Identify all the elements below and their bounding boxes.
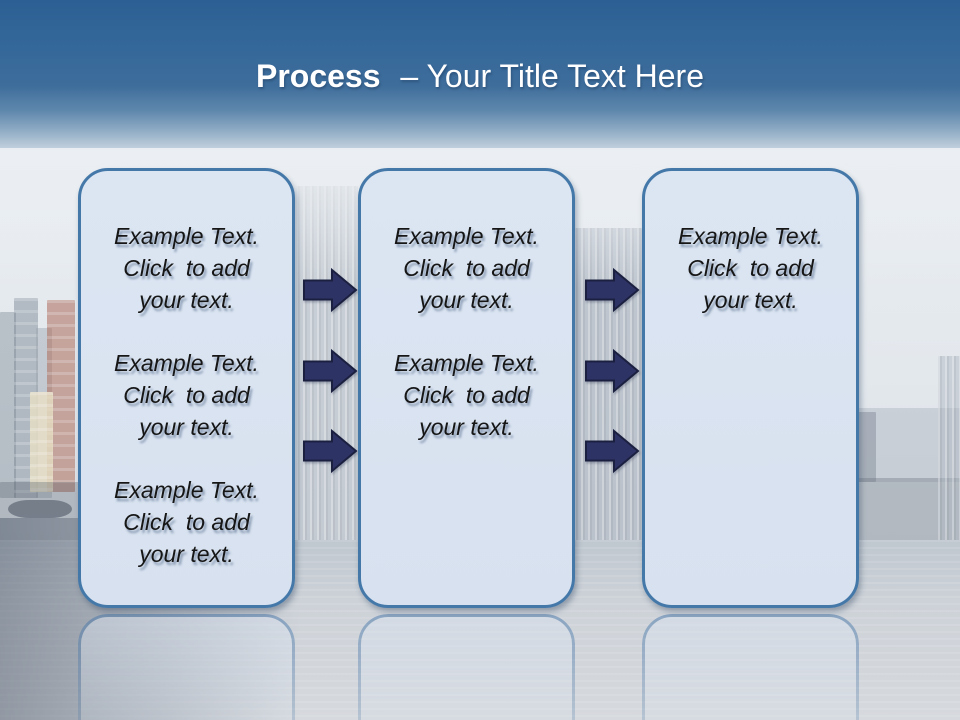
background-building: [938, 356, 960, 546]
arrow-right-icon: [303, 428, 358, 474]
background-building-cream: [30, 392, 53, 492]
arrow-right-icon: [585, 428, 640, 474]
text-placeholder[interactable]: Example Text. Click to add your text.: [114, 350, 259, 440]
arrow-right-icon: [303, 348, 358, 394]
process-step-panel-3[interactable]: Example Text. Click to add your text.: [642, 168, 859, 608]
text-placeholder[interactable]: Example Text. Click to add your text.: [114, 223, 259, 313]
slide-title-keyword: Process: [255, 58, 381, 94]
background-building: [858, 412, 876, 482]
text-placeholder[interactable]: Example Text. Click to add your text.: [394, 223, 539, 313]
text-placeholder[interactable]: Example Text. Click to add your text.: [114, 477, 259, 567]
slide-title-text: – Your Title Text Here: [400, 58, 704, 94]
panel-reflection: [358, 614, 575, 720]
background-boat: [8, 500, 72, 518]
arrow-right-icon: [303, 267, 358, 313]
text-placeholder[interactable]: Example Text. Click to add your text.: [678, 223, 823, 313]
panel-reflection: [642, 614, 859, 720]
process-step-panel-2[interactable]: Example Text. Click to add your text. Ex…: [358, 168, 575, 608]
arrow-right-icon: [585, 267, 640, 313]
slide-title[interactable]: Process – Your Title Text Here: [0, 54, 960, 98]
text-placeholder[interactable]: Example Text. Click to add your text.: [394, 350, 539, 440]
process-step-panel-1[interactable]: Example Text. Click to add your text. Ex…: [78, 168, 295, 608]
panel-reflection: [78, 614, 295, 720]
background-building: [0, 312, 16, 498]
arrow-right-icon: [585, 348, 640, 394]
